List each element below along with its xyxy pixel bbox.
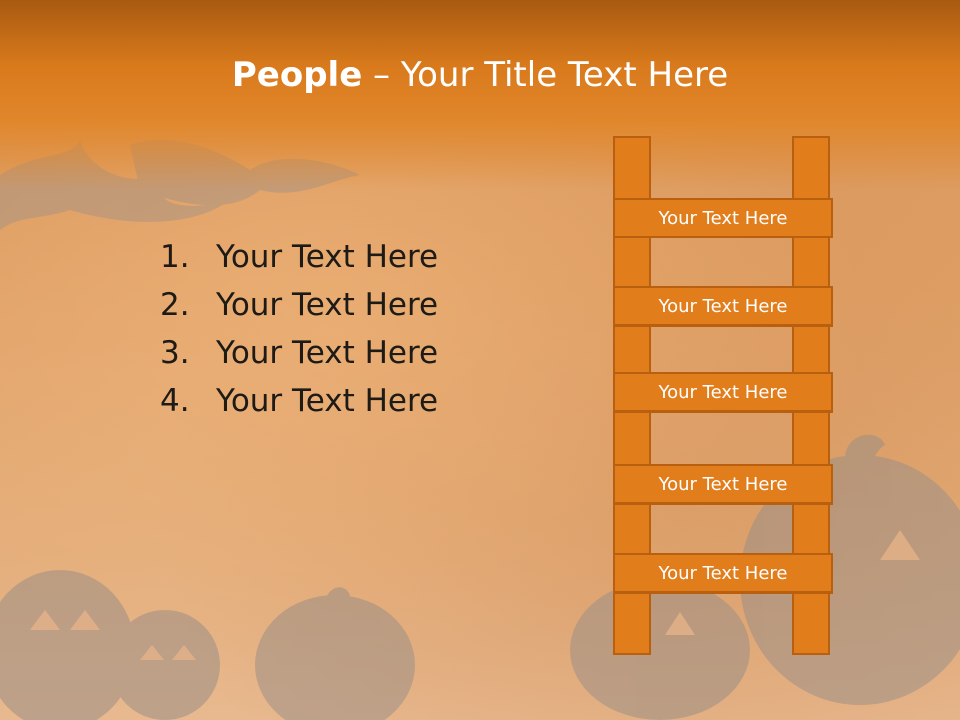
pumpkin-eye bbox=[665, 612, 695, 635]
slide-title: People – Your Title Text Here bbox=[0, 52, 960, 98]
list-number: 4. bbox=[160, 383, 190, 419]
ladder-segment-divider bbox=[613, 503, 833, 505]
ladder-segment-divider bbox=[613, 592, 833, 594]
pumpkin-eye bbox=[172, 645, 196, 660]
pumpkin-stem-mid bbox=[325, 587, 350, 605]
ladder-segment-divider bbox=[613, 325, 833, 327]
ladder-rung-3: Your Text Here bbox=[613, 372, 833, 412]
list-number: 2. bbox=[160, 287, 190, 323]
pumpkin-eye bbox=[70, 610, 100, 630]
list-text: Your Text Here bbox=[216, 335, 439, 371]
list-text: Your Text Here bbox=[216, 287, 439, 323]
ladder-rung-1: Your Text Here bbox=[613, 198, 833, 238]
pumpkin-mid bbox=[255, 595, 415, 720]
ladder-rung-5: Your Text Here bbox=[613, 553, 833, 593]
pumpkin-eye bbox=[140, 645, 164, 660]
ladder-rung-4: Your Text Here bbox=[613, 464, 833, 504]
list-item: 2. Your Text Here bbox=[160, 281, 438, 329]
ladder-segment-divider bbox=[613, 411, 833, 413]
ladder-rung-2: Your Text Here bbox=[613, 286, 833, 326]
list-item: 1. Your Text Here bbox=[160, 233, 438, 281]
numbered-list: 1. Your Text Here 2. Your Text Here 3. Your… bbox=[160, 233, 438, 425]
pumpkin-left bbox=[0, 570, 135, 720]
pumpkin-mid-small bbox=[110, 610, 220, 720]
pumpkin-eye bbox=[880, 530, 920, 560]
title-rest: – Your Title Text Here bbox=[362, 55, 729, 95]
pumpkin-stem-right bbox=[845, 434, 885, 470]
list-number: 1. bbox=[160, 239, 190, 275]
pumpkin-eye bbox=[30, 610, 60, 630]
list-item: 3. Your Text Here bbox=[160, 329, 438, 377]
list-text: Your Text Here bbox=[216, 239, 439, 275]
title-bold: People bbox=[231, 55, 363, 95]
pumpkin-right bbox=[570, 580, 750, 720]
list-number: 3. bbox=[160, 335, 190, 371]
list-item: 4. Your Text Here bbox=[160, 377, 438, 425]
list-text: Your Text Here bbox=[216, 383, 439, 419]
